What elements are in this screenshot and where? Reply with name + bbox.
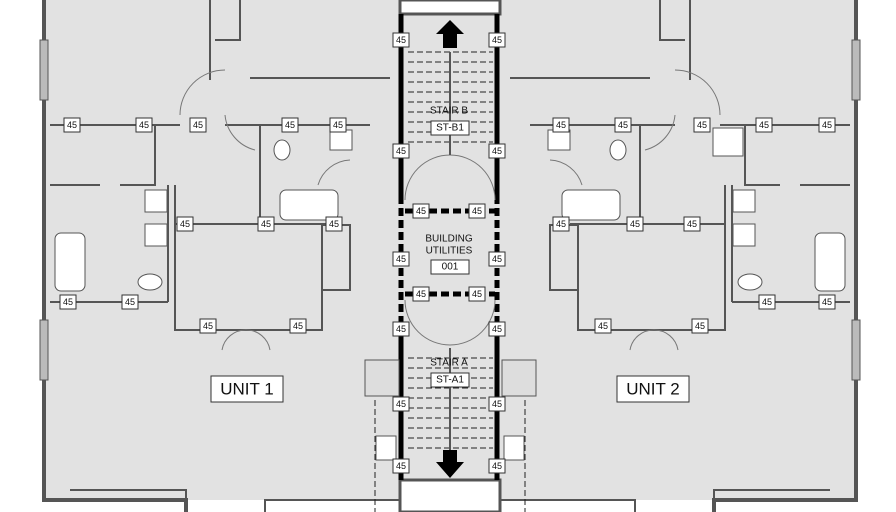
- fire-rating-tag-text: 45: [396, 461, 406, 471]
- fire-rating-tag: 45: [289, 318, 307, 334]
- fire-rating-tag: 45: [818, 117, 836, 133]
- fire-rating-tag: 45: [468, 286, 486, 302]
- fire-rating-tag-text: 45: [762, 297, 772, 307]
- fire-rating-tag-text: 45: [193, 120, 203, 130]
- fire-rating-tag-text: 45: [822, 120, 832, 130]
- fire-rating-tag: 45: [176, 216, 194, 232]
- fire-rating-tag: 45: [412, 286, 430, 302]
- stair-a-label: STAIR A ST-A1: [430, 358, 470, 388]
- fire-rating-tag: 45: [199, 318, 217, 334]
- fire-rating-tag-text: 45: [492, 254, 502, 264]
- stair-b-label: STAIR B ST-B1: [430, 106, 470, 136]
- fire-rating-tag: 45: [693, 117, 711, 133]
- fire-rating-tag-text: 45: [396, 35, 406, 45]
- fire-rating-tag-text: 45: [416, 289, 426, 299]
- stair-a-name: STAIR A: [430, 358, 468, 369]
- fire-rating-tag: 45: [552, 216, 570, 232]
- fire-rating-tag-text: 45: [618, 120, 628, 130]
- fire-rating-tag: 45: [488, 321, 506, 337]
- stair-a-code: ST-A1: [436, 375, 464, 386]
- fire-rating-tag: 45: [488, 396, 506, 412]
- fire-rating-tag: 45: [392, 32, 410, 48]
- fire-rating-tag-text: 45: [416, 206, 426, 216]
- unit-1-label: UNIT 1: [210, 375, 284, 403]
- fire-rating-tag-text: 45: [329, 219, 339, 229]
- fire-rating-tag: 45: [758, 294, 776, 310]
- fire-rating-tag: 45: [594, 318, 612, 334]
- fire-rating-tag: 45: [392, 458, 410, 474]
- fire-rating-tag: 45: [392, 143, 410, 159]
- fire-rating-tag: 45: [392, 396, 410, 412]
- fire-rating-tag-text: 45: [396, 399, 406, 409]
- fire-rating-tag-text: 45: [293, 321, 303, 331]
- fire-rating-tag: 45: [392, 321, 410, 337]
- fire-rating-tag: 45: [691, 318, 709, 334]
- fire-rating-tag: 45: [412, 203, 430, 219]
- fire-rating-tag-text: 45: [556, 120, 566, 130]
- fire-rating-tag: 45: [325, 216, 343, 232]
- fire-rating-tag-text: 45: [396, 146, 406, 156]
- fire-rating-tag-text: 45: [125, 297, 135, 307]
- up-arrow-icon: [436, 20, 464, 48]
- fire-rating-tag-text: 45: [492, 35, 502, 45]
- unit-2-label-text: UNIT 2: [626, 380, 680, 399]
- fire-rating-tag: 45: [257, 216, 275, 232]
- fire-rating-tag-text: 45: [759, 120, 769, 130]
- unit-2-label: UNIT 2: [616, 375, 690, 403]
- fire-rating-tag: 45: [135, 117, 153, 133]
- fire-rating-tag-text: 45: [492, 399, 502, 409]
- fire-rating-tag: 45: [281, 117, 299, 133]
- fire-rating-tag-text: 45: [472, 206, 482, 216]
- fire-rating-tag-text: 45: [139, 120, 149, 130]
- stair-b-name: STAIR B: [430, 106, 468, 117]
- fire-rating-tag-text: 45: [396, 324, 406, 334]
- fire-rating-tag: 45: [392, 251, 410, 267]
- fire-rating-tag-text: 45: [598, 321, 608, 331]
- utilities-name-line1: BUILDING: [425, 234, 472, 245]
- unit-1-label-text: UNIT 1: [220, 380, 274, 399]
- fire-rating-tag-text: 45: [203, 321, 213, 331]
- fire-rating-tags: 45 45 45 45 45 45 45 45 45 45 45 45 45 45 45 45 45 45 45 45…: [59, 32, 836, 474]
- fire-rating-tag-text: 45: [396, 254, 406, 264]
- fire-rating-tag: 45: [59, 294, 77, 310]
- fire-rating-tag: 45: [626, 216, 644, 232]
- fire-rating-tag: 45: [552, 117, 570, 133]
- fire-rating-tag: 45: [63, 117, 81, 133]
- fire-rating-tag-text: 45: [492, 324, 502, 334]
- fire-rating-tag-text: 45: [695, 321, 705, 331]
- fire-rating-tag: 45: [488, 32, 506, 48]
- fire-rating-tag-text: 45: [67, 120, 77, 130]
- fire-rating-tag-text: 45: [261, 219, 271, 229]
- fire-rating-tag-text: 45: [285, 120, 295, 130]
- exterior-walls: [39, 0, 861, 512]
- fire-rating-tag: 45: [683, 216, 701, 232]
- fire-rating-tag-text: 45: [697, 120, 707, 130]
- fire-rating-tag: 45: [121, 294, 139, 310]
- utilities-room-number: 001: [442, 262, 459, 273]
- unit-2-walls: [510, 0, 850, 351]
- fire-rating-tag-text: 45: [492, 461, 502, 471]
- fire-rating-tag-text: 45: [472, 289, 482, 299]
- fire-rating-tag-text: 45: [492, 146, 502, 156]
- fire-rating-tag: 45: [468, 203, 486, 219]
- fire-rating-tag: 45: [329, 117, 347, 133]
- fire-rating-tag: 45: [818, 294, 836, 310]
- fire-rating-tag-text: 45: [63, 297, 73, 307]
- fire-rating-tag-text: 45: [180, 219, 190, 229]
- utilities-label: BUILDING UTILITIES 001: [425, 234, 473, 275]
- fire-rating-tag: 45: [189, 117, 207, 133]
- fire-rating-tag: 45: [488, 458, 506, 474]
- utilities-name-line2: UTILITIES: [426, 246, 473, 257]
- fire-rating-tag-text: 45: [687, 219, 697, 229]
- fire-rating-tag-text: 45: [333, 120, 343, 130]
- fire-rating-tag-text: 45: [556, 219, 566, 229]
- fire-rating-tag: 45: [488, 143, 506, 159]
- stair-b-code: ST-B1: [436, 123, 464, 134]
- fire-rating-tag: 45: [755, 117, 773, 133]
- fire-rating-tag: 45: [614, 117, 632, 133]
- fire-rating-tag-text: 45: [630, 219, 640, 229]
- fire-rating-tag: 45: [488, 251, 506, 267]
- down-arrow-icon: [436, 450, 464, 478]
- fire-rating-tag-text: 45: [822, 297, 832, 307]
